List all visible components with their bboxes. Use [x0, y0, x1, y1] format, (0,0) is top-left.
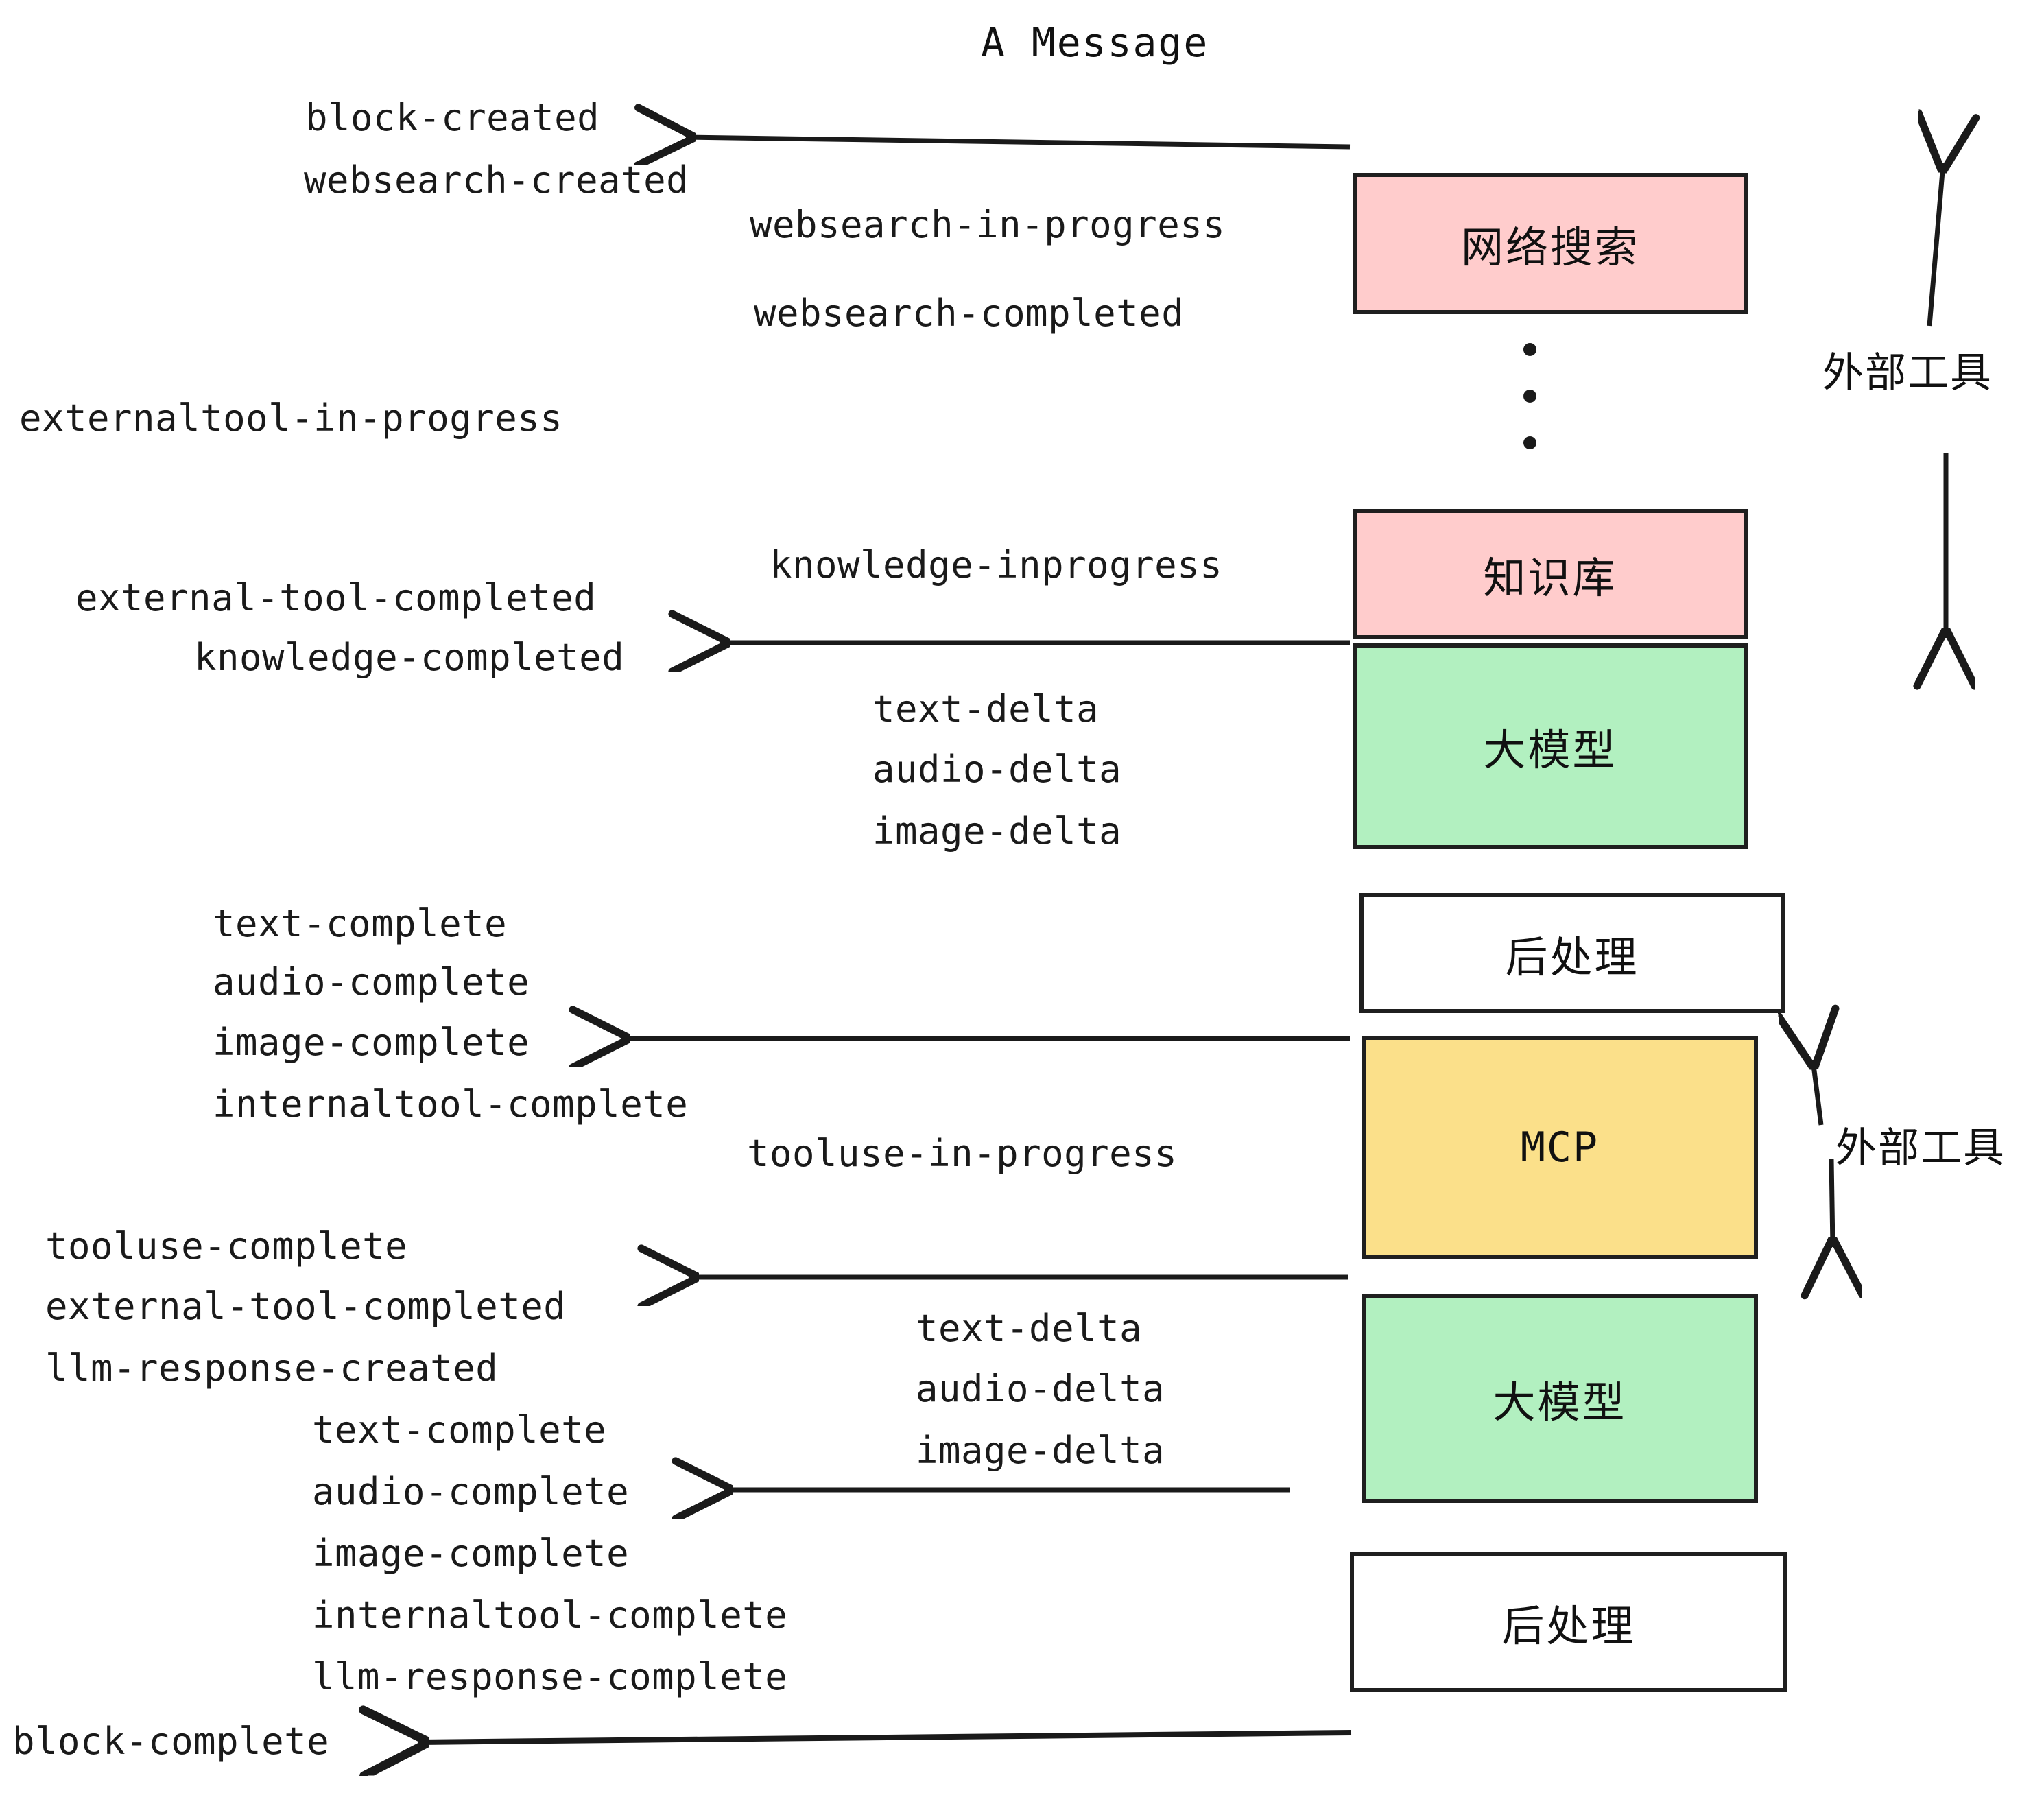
event-knowledge-completed: knowledge-completed [194, 636, 625, 679]
event-text-delta-2: text-delta [916, 1307, 1143, 1350]
group-label-external-tools-top-text: 外部工具 [1822, 349, 1993, 397]
event-audio-delta-2: audio-delta [916, 1367, 1165, 1410]
group-label-external-tools-bottom-text: 外部工具 [1835, 1124, 2006, 1172]
node-llm-2[interactable]: 大模型 [1362, 1294, 1758, 1503]
arrow-external-tools-bottom-up [1813, 1060, 1821, 1126]
event-block-created: block-created [305, 96, 600, 139]
node-postprocess-1[interactable]: 后处理 [1359, 893, 1785, 1013]
event-llm-response-created: llm-response-created [45, 1346, 499, 1390]
ellipsis-dot [1523, 436, 1536, 449]
node-llm-1-label: 大模型 [1483, 725, 1617, 775]
event-audio-complete-1: audio-complete [213, 960, 530, 1004]
group-label-external-tools-top: 外部工具 [1822, 340, 1993, 399]
group-label-external-tools-bottom: 外部工具 [1835, 1115, 2006, 1174]
node-mcp[interactable]: MCP [1362, 1036, 1758, 1259]
vertical-ellipsis [1523, 343, 1536, 449]
event-text-delta-1: text-delta [872, 687, 1100, 731]
event-audio-delta-1: audio-delta [872, 748, 1122, 791]
page-title: A Message [981, 19, 1209, 66]
event-tooluse-complete: tooluse-complete [45, 1224, 408, 1268]
node-llm-2-label: 大模型 [1493, 1377, 1627, 1427]
arrow-block-complete [418, 1733, 1352, 1742]
event-audio-complete-2: audio-complete [312, 1470, 630, 1513]
node-postprocess-2-label: 后处理 [1501, 1600, 1636, 1651]
ellipsis-dot [1523, 390, 1536, 403]
node-websearch-label: 网络搜索 [1460, 222, 1639, 272]
event-websearch-created: websearch-created [304, 158, 689, 202]
event-image-complete-2: image-complete [312, 1532, 630, 1575]
node-postprocess-2[interactable]: 后处理 [1350, 1552, 1787, 1692]
node-knowledge[interactable]: 知识库 [1353, 509, 1748, 639]
node-postprocess-1-label: 后处理 [1505, 931, 1639, 982]
arrow-external-tools-top-up [1929, 163, 1943, 327]
event-text-complete-2: text-complete [312, 1408, 607, 1451]
event-internaltool-complete-1: internaltool-complete [213, 1082, 689, 1126]
event-websearch-completed: websearch-completed [754, 292, 1185, 335]
event-image-delta-2: image-delta [916, 1429, 1165, 1472]
event-websearch-in-progress: websearch-in-progress [750, 203, 1226, 246]
event-image-complete-1: image-complete [213, 1021, 530, 1064]
event-text-complete-1: text-complete [213, 902, 508, 945]
event-externaltool-in-progress: externaltool-in-progress [19, 396, 563, 440]
event-image-delta-1: image-delta [872, 809, 1122, 853]
arrow-external-tools-bottom-down [1831, 1159, 1833, 1247]
node-websearch[interactable]: 网络搜索 [1353, 173, 1748, 314]
arrow-block-created [686, 137, 1351, 147]
event-external-tool-completed-1: external-tool-completed [75, 576, 597, 619]
event-knowledge-inprogress: knowledge-inprogress [770, 543, 1223, 586]
node-mcp-label: MCP [1520, 1123, 1600, 1172]
node-knowledge-label: 知识库 [1483, 553, 1617, 603]
event-external-tool-completed-2: external-tool-completed [45, 1285, 567, 1328]
event-tooluse-in-progress: tooluse-in-progress [747, 1132, 1178, 1175]
event-llm-response-complete: llm-response-complete [312, 1655, 788, 1698]
node-llm-1[interactable]: 大模型 [1353, 643, 1748, 849]
event-internaltool-complete-2: internaltool-complete [312, 1593, 788, 1637]
event-block-complete: block-complete [12, 1720, 330, 1763]
ellipsis-dot [1523, 343, 1536, 356]
